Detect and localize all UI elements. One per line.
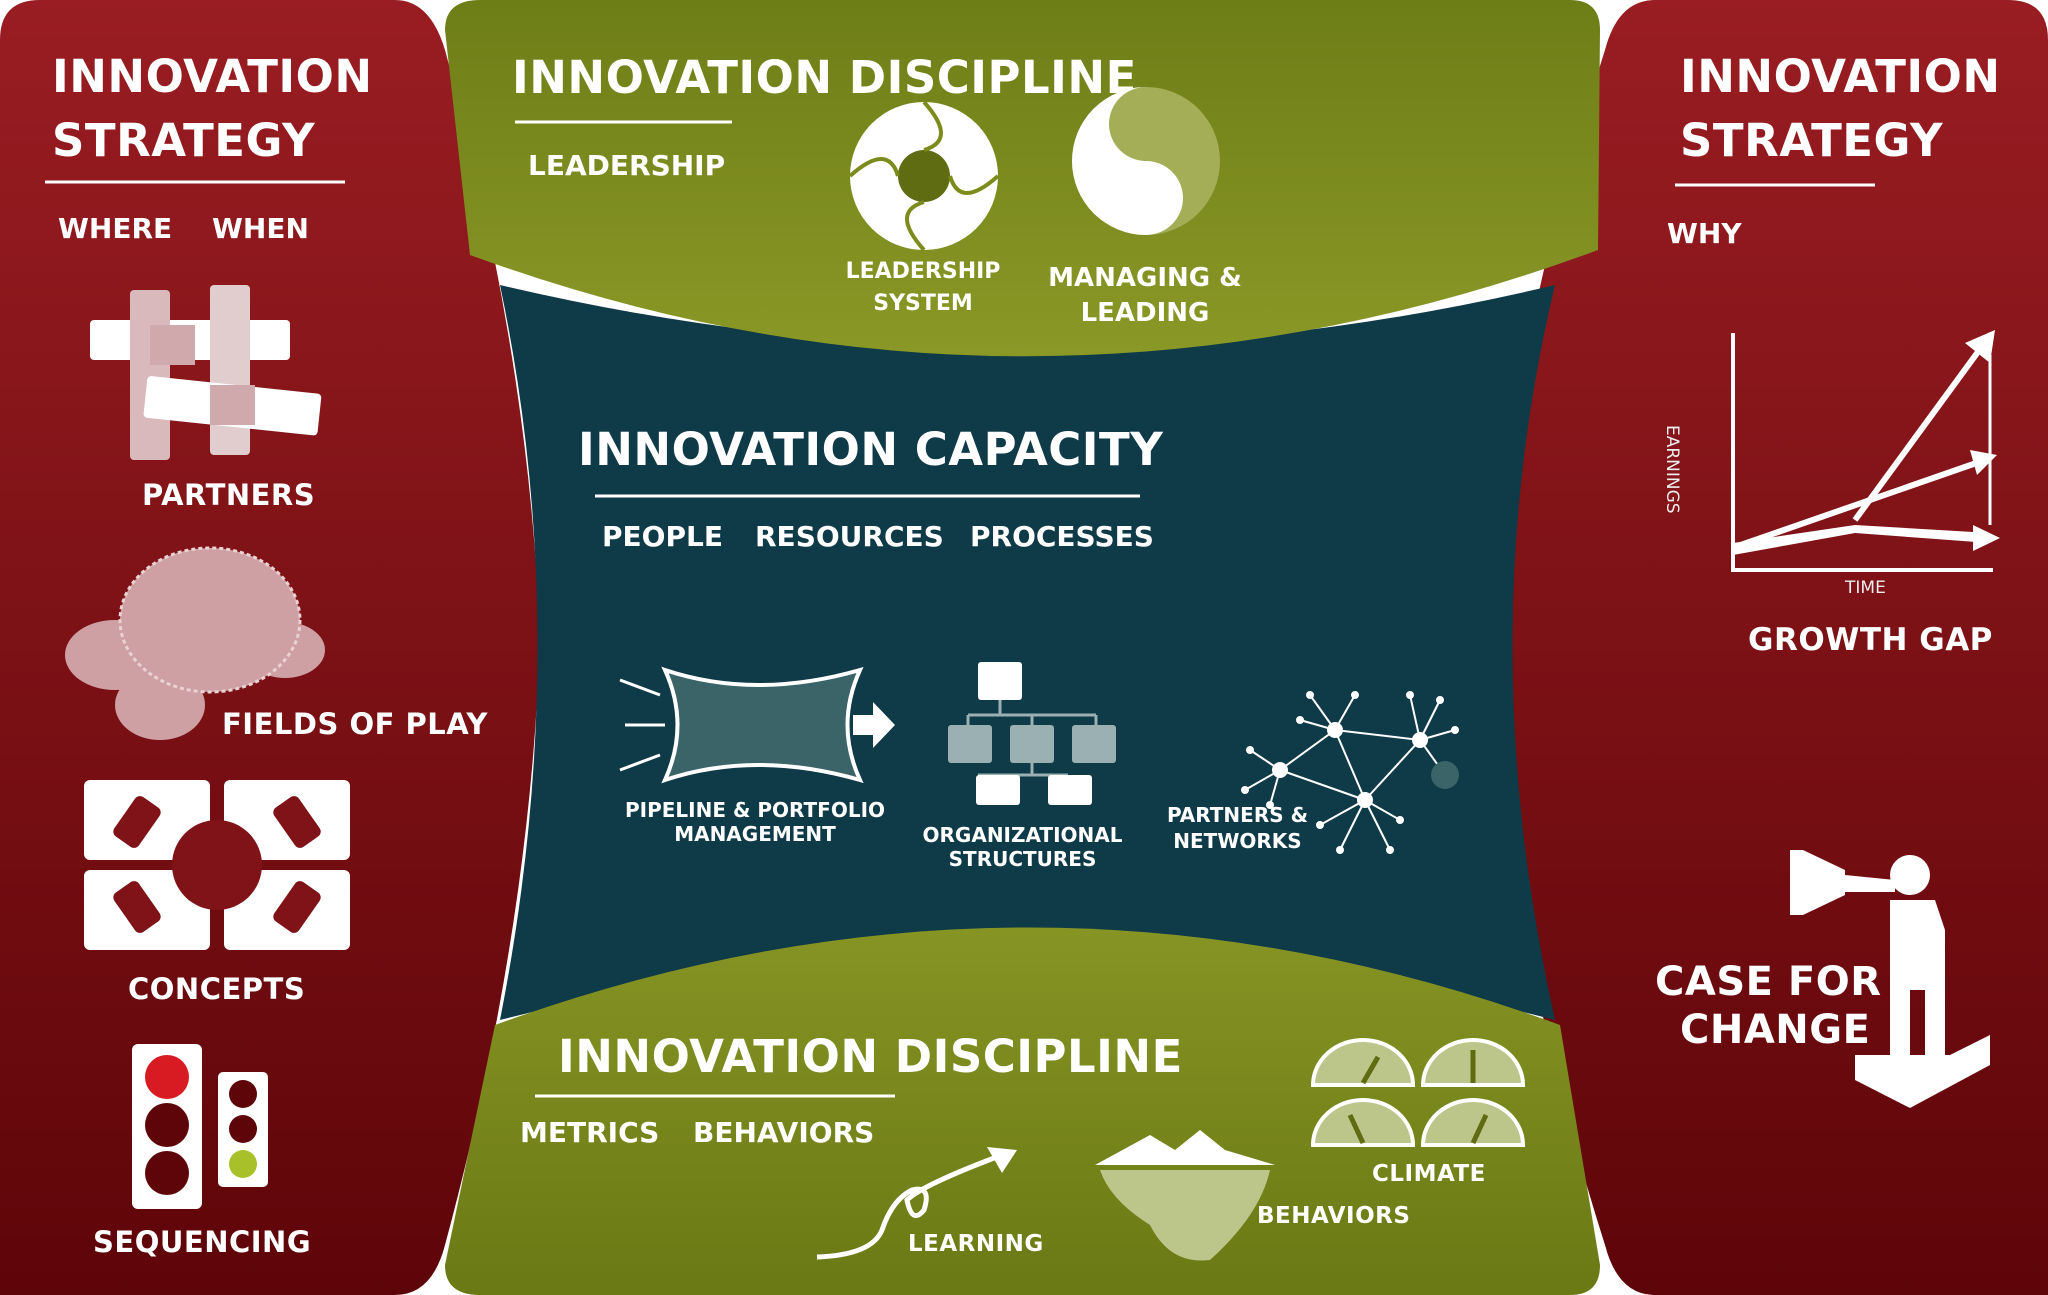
left-title-line2: STRATEGY	[52, 114, 316, 167]
iceberg-icon	[1095, 1130, 1275, 1261]
managing-leading-label-line1: MANAGING &	[1048, 263, 1242, 293]
bottom-title: INNOVATION DISCIPLINE	[558, 1030, 1183, 1083]
partners-label: PARTNERS	[142, 478, 316, 512]
partners-networks-label-line2: NETWORKS	[1173, 829, 1302, 853]
right-title-line2: STRATEGY	[1680, 114, 1944, 167]
concepts-label: CONCEPTS	[128, 972, 306, 1006]
pipeline-icon	[619, 666, 895, 784]
megaphone-person-icon	[1790, 850, 1990, 1108]
climate-gauges-icon	[1310, 1038, 1526, 1147]
left-title-line1: INNOVATION	[52, 50, 373, 103]
pipeline-label-line2: MANAGEMENT	[674, 822, 836, 846]
traffic-light-icon	[132, 1044, 268, 1209]
bottom-sub-metrics: METRICS	[520, 1116, 660, 1149]
behaviors-label: BEHAVIORS	[1257, 1203, 1411, 1229]
fields-of-play-label: FIELDS OF PLAY	[222, 707, 488, 741]
top-sub-leadership: LEADERSHIP	[528, 149, 726, 182]
sequencing-label: SEQUENCING	[93, 1225, 312, 1259]
leadership-system-label-line1: LEADERSHIP	[845, 259, 1001, 284]
leadership-system-label-line2: SYSTEM	[873, 291, 973, 316]
pipeline-label-line1: PIPELINE & PORTFOLIO	[624, 798, 886, 822]
learning-curve-icon	[816, 1147, 1017, 1260]
case-for-change-line1: CASE FOR	[1655, 959, 1882, 1005]
org-structures-label-line2: STRUCTURES	[948, 847, 1097, 871]
right-title-line1: INNOVATION	[1680, 50, 2001, 103]
bottom-sub-behaviors: BEHAVIORS	[693, 1116, 875, 1149]
fields-of-play-icon	[65, 546, 325, 740]
center-sub-resources: RESOURCES	[755, 520, 944, 553]
left-sub-where: WHERE	[58, 212, 173, 245]
org-structures-label-line1: ORGANIZATIONAL	[922, 823, 1123, 847]
growth-gap-label: GROWTH GAP	[1748, 622, 1993, 658]
chart-ylabel: EARNINGS	[1662, 425, 1682, 514]
learning-label: LEARNING	[908, 1231, 1044, 1257]
partners-icon	[90, 285, 322, 460]
center-title: INNOVATION CAPACITY	[578, 423, 1164, 476]
growth-gap-chart	[1731, 330, 2000, 572]
right-sub-why: WHY	[1667, 217, 1742, 250]
top-panel-shape	[445, 0, 1600, 357]
center-panel-shape	[500, 285, 1555, 1020]
concepts-icon	[84, 780, 350, 950]
top-title: INNOVATION DISCIPLINE	[512, 51, 1137, 104]
case-for-change-line2: CHANGE	[1680, 1007, 1871, 1053]
leadership-system-icon	[848, 100, 1000, 252]
managing-leading-label-line2: LEADING	[1080, 298, 1210, 328]
org-chart-icon	[948, 662, 1116, 805]
center-sub-people: PEOPLE	[602, 520, 723, 553]
network-icon	[1241, 691, 1459, 854]
chart-xlabel: TIME	[1845, 578, 1886, 598]
center-sub-processes: PROCESSES	[970, 520, 1154, 553]
left-sub-when: WHEN	[212, 212, 309, 245]
climate-label: CLIMATE	[1372, 1161, 1486, 1187]
yin-yang-icon	[1072, 87, 1220, 235]
partners-networks-label-line1: PARTNERS &	[1166, 803, 1309, 827]
bottom-panel-shape	[445, 927, 1600, 1295]
